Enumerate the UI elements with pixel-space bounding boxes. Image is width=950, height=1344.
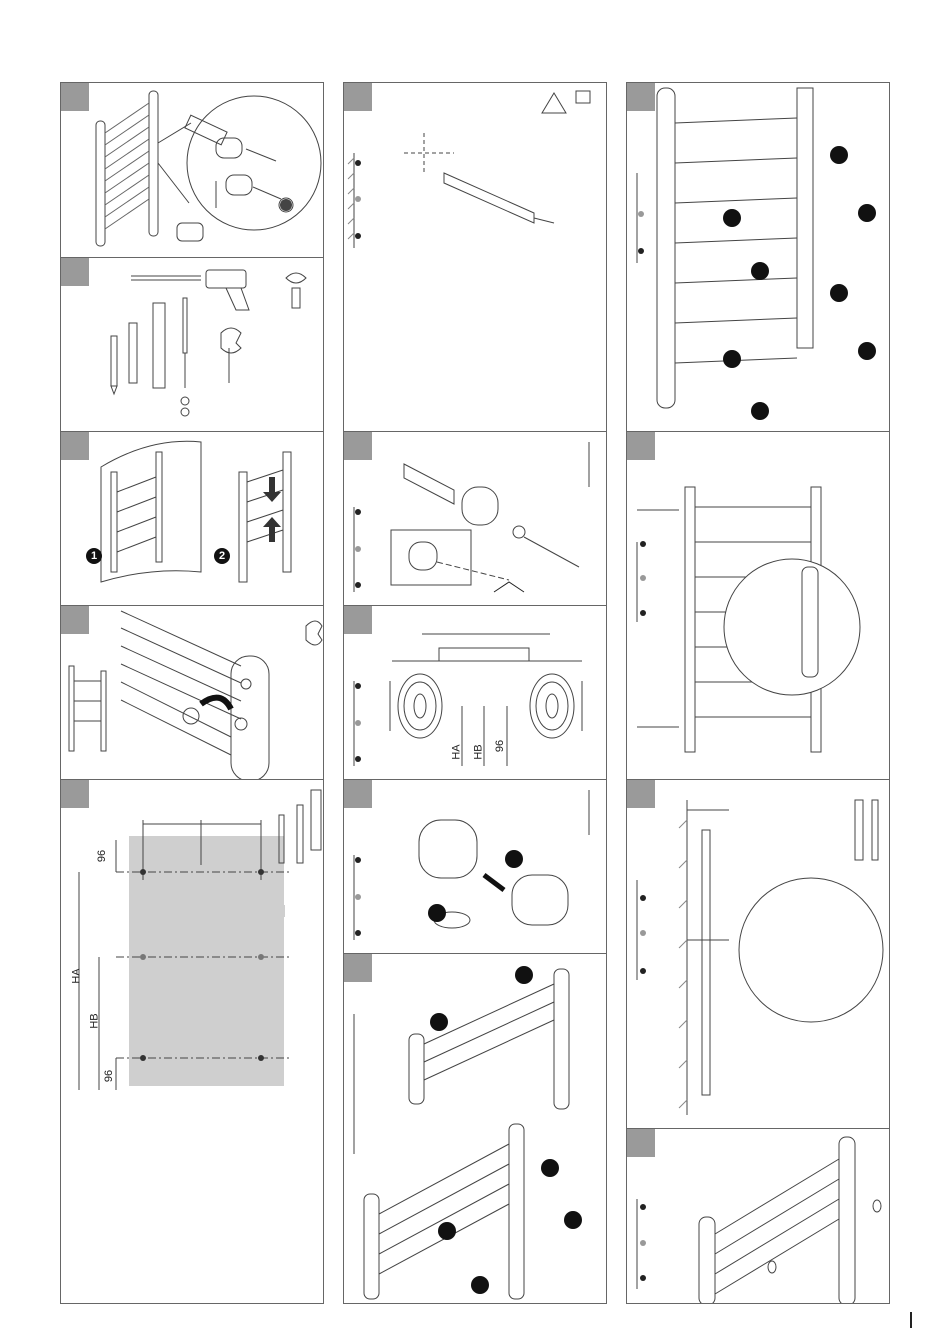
page-margin-mark xyxy=(910,1312,912,1328)
dimension-label-hb: HB xyxy=(473,744,485,759)
step-panel-12 xyxy=(626,431,890,780)
dimension-label-96-bottom: 96 xyxy=(103,1070,115,1082)
step-panel-6 xyxy=(343,82,607,432)
dimension-label-ha: HA xyxy=(451,744,463,759)
cover-caps-illustration xyxy=(627,1129,890,1304)
substep-badge-2: 2 xyxy=(214,548,230,564)
step-panel-5: 96 HA HB 96 xyxy=(60,779,324,1304)
dimension-label-hb: HB xyxy=(89,1013,101,1028)
step-panel-4 xyxy=(60,605,324,780)
step-panel-3: 1 2 xyxy=(60,431,324,606)
fixing-screws-illustration xyxy=(627,83,890,432)
dimension-label-96: 96 xyxy=(494,740,506,752)
wall-distance-illustration xyxy=(627,780,890,1129)
radiator-overview-illustration xyxy=(61,83,324,258)
anchor-illustration xyxy=(344,432,607,606)
substep-badge-1: 1 xyxy=(86,548,102,564)
step-panel-8: HA HB 96 xyxy=(343,605,607,780)
dimension-label-ha: HA xyxy=(71,968,83,983)
unpacking-illustration xyxy=(61,432,324,606)
step-panel-10 xyxy=(343,953,607,1304)
valve-illustration xyxy=(61,606,324,780)
drilling-illustration xyxy=(344,83,607,432)
dimension-label-96-top: 96 xyxy=(96,850,108,862)
bracket-mounting-illustration xyxy=(344,780,607,954)
step-panel-1 xyxy=(60,82,324,258)
step-panel-9 xyxy=(343,779,607,954)
step-panel-11 xyxy=(626,82,890,432)
radiator-hanging-illustration xyxy=(344,954,607,1304)
tools-illustration xyxy=(61,258,324,432)
alignment-illustration xyxy=(627,432,890,780)
step-panel-13 xyxy=(626,779,890,1129)
step-panel-2 xyxy=(60,257,324,432)
step-panel-14 xyxy=(626,1128,890,1304)
step-panel-7 xyxy=(343,431,607,606)
